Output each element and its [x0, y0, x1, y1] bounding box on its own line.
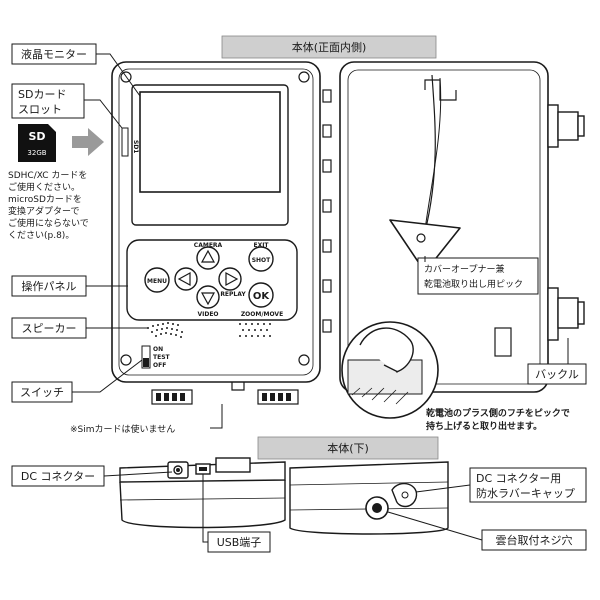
down-arrow-icon [200, 292, 216, 306]
door-vent [494, 327, 512, 357]
top-buckle[interactable] [547, 104, 585, 148]
sd-slot: SD1 [121, 127, 139, 157]
callout-buckle: バックル [527, 338, 587, 385]
up-arrow-button[interactable] [196, 246, 220, 270]
callout-operation-panel-text: 操作パネル [22, 279, 77, 293]
left-arrow-icon [177, 271, 191, 287]
header-bottom: 本体(下) [257, 436, 439, 460]
sd-note-line-2: ご使用ください。 [8, 181, 80, 193]
speaker-grille-left [147, 322, 183, 338]
battery-note-line-2: 持ち上げると取り出せます。 [426, 420, 542, 432]
sd-note-line-1: SDHC/XC カードを [8, 170, 87, 181]
usb-port [199, 467, 207, 471]
dc-rubber-cap[interactable] [391, 482, 418, 508]
callout-switch-text: スイッチ [20, 386, 64, 399]
bottom-buckle[interactable] [547, 287, 585, 341]
menu-button[interactable]: MENU [144, 267, 170, 293]
menu-button-label: MENU [147, 278, 167, 285]
lanyard-string-2 [424, 77, 442, 231]
callout-lcd-monitor-text: 液晶モニター [21, 47, 87, 61]
right-arrow-icon [225, 271, 239, 287]
callout-speaker-text: スピーカー [22, 322, 77, 335]
video-button-label: VIDEO [197, 311, 218, 318]
callout-switch: スイッチ [11, 359, 143, 403]
sd-note: SDHC/XC カードを ご使用ください。 microSDカードを 変換アダプタ… [8, 170, 89, 241]
down-arrow-button[interactable] [196, 285, 220, 309]
camera-front-panel [111, 61, 321, 383]
switch-on-label: ON [153, 346, 163, 353]
operation-panel: CAMERA EXIT MENU REPLAY VIDEO SHOT [126, 239, 298, 321]
camera-back-door [339, 61, 549, 393]
sim-note-leader [210, 404, 223, 429]
sd-note-line-6: ください(p.8)。 [8, 230, 74, 241]
shot-button[interactable]: SHOT [248, 246, 274, 272]
hinge [322, 89, 332, 333]
exit-button-label: EXIT [253, 242, 269, 249]
bottom-clip [231, 382, 245, 391]
tripod-hole [365, 496, 389, 520]
right-arrow-button[interactable] [218, 267, 242, 291]
sd-slot-mark: SD1 [132, 140, 139, 153]
sd-card-logo: SD [28, 130, 45, 143]
sim-card-note: ※Simカードは使いません [70, 423, 175, 435]
callout-sd-slot: SDカード スロット [11, 83, 123, 129]
callout-usb-port-text: USB端子 [217, 536, 262, 549]
battery-detail-magnifier [341, 321, 439, 419]
sd-note-line-5: ご使用にならないで [8, 217, 89, 229]
callout-dc-connector: DC コネクター [11, 465, 173, 487]
callout-dc-connector-text: DC コネクター [21, 470, 95, 483]
sd-note-line-4: 変換アダプターで [8, 205, 79, 217]
callout-lcd-monitor: 液晶モニター [11, 43, 141, 97]
camera-button-label: CAMERA [194, 242, 223, 249]
lcd-monitor [131, 84, 289, 226]
callout-cover-opener-text-2: 乾電池取り出し用ピック [424, 278, 523, 290]
callout-buckle-text: バックル [535, 368, 579, 381]
callout-speaker: スピーカー [11, 317, 148, 339]
sd-note-line-3: microSDカードを [8, 194, 82, 205]
shot-button-label: SHOT [252, 257, 271, 264]
callout-dc-cap-text-2: 防水ラバーキャップ [476, 486, 575, 500]
zoom-move-button-label: ZOOM/MOVE [241, 311, 283, 318]
callout-sd-slot-text-1: SDカード [18, 88, 66, 101]
header-front-inner: 本体(正面内側) [221, 35, 437, 59]
callout-operation-panel: 操作パネル [11, 275, 128, 297]
callout-tripod-hole: 雲台取付ネジ穴 [387, 511, 587, 551]
left-arrow-button[interactable] [174, 267, 198, 291]
callout-usb-port: USB端子 [202, 474, 271, 553]
insert-arrow-icon [72, 128, 104, 156]
bottom-view-left [119, 457, 286, 529]
callout-sd-slot-text-2: スロット [18, 103, 62, 116]
switch-test-label: TEST [153, 354, 171, 361]
callout-cover-opener: カバーオープナー兼 乾電池取り出し用ピック [417, 256, 539, 295]
replay-button-label: REPLAY [220, 291, 246, 298]
sd-card-icon: SD 32GB [18, 124, 56, 162]
lanyard-string [424, 74, 436, 233]
ok-button-label: OK [253, 291, 271, 302]
battery-note-line-1: 乾電池のプラス側のフチをピックで [426, 407, 570, 419]
callout-dc-cap: DC コネクター用 防水ラバーキャップ [415, 467, 587, 503]
switch-off-label: OFF [153, 362, 166, 369]
ok-button[interactable]: OK [248, 282, 274, 308]
header-front-inner-text: 本体(正面内側) [292, 40, 367, 54]
cover-opener-pick [389, 219, 461, 273]
header-bottom-text: 本体(下) [327, 441, 369, 455]
callout-cover-opener-text-1: カバーオープナー兼 [424, 263, 504, 275]
bottom-port-blocks [151, 389, 299, 405]
door-latch [424, 79, 457, 101]
callout-dc-cap-text-1: DC コネクター用 [476, 472, 561, 485]
speaker-grille-right [239, 323, 271, 337]
dc-connector-jack [176, 468, 180, 472]
callout-tripod-hole-text: 雲台取付ネジ穴 [496, 533, 573, 547]
up-arrow-icon [200, 249, 216, 263]
power-switch[interactable]: ON TEST OFF [141, 345, 171, 369]
sd-card-capacity: 32GB [27, 149, 46, 157]
